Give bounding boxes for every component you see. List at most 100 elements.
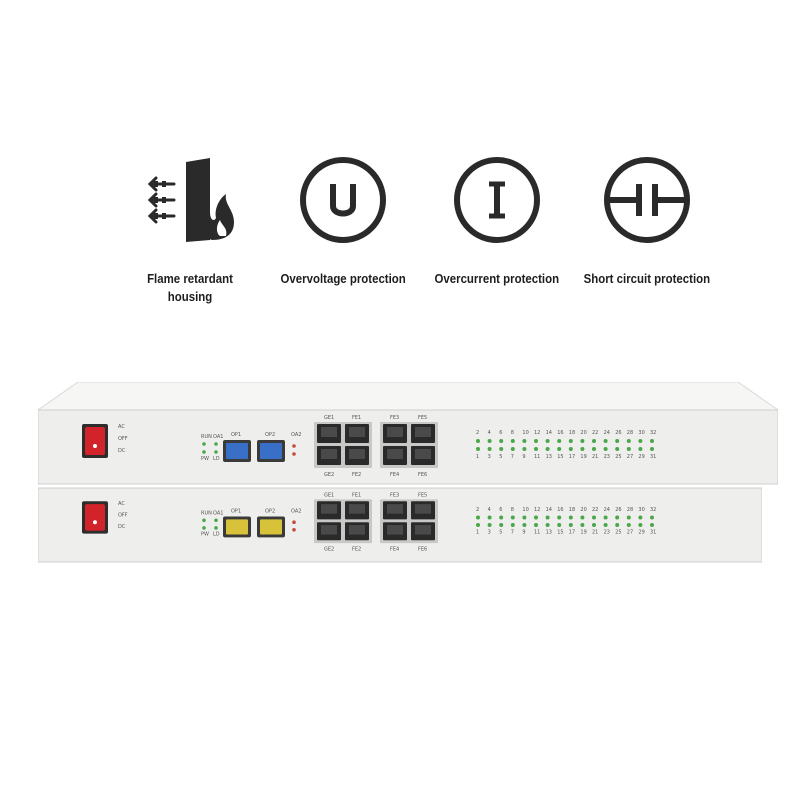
channel-number: 1: [476, 530, 479, 536]
channel-number: 26: [615, 507, 621, 513]
channel-number: 22: [592, 507, 598, 513]
channel-number: 19: [580, 530, 586, 536]
channel-led: [580, 515, 585, 520]
short-circuit-icon: [597, 150, 697, 250]
channel-led: [568, 515, 573, 520]
channel-number: 8: [511, 507, 514, 513]
channel-number: 28: [627, 507, 633, 513]
channel-number: 17: [569, 530, 575, 536]
channel-number: 14: [546, 507, 552, 513]
channel-led: [580, 447, 585, 451]
channel-number: 21: [592, 530, 598, 536]
status-led: [214, 442, 218, 446]
channel-number: 20: [580, 430, 586, 436]
power-switch-mark: [93, 520, 97, 525]
switch-label: DC: [118, 524, 126, 530]
channel-led: [510, 515, 515, 520]
channel-number: 25: [615, 530, 621, 536]
port-label: GE1: [324, 415, 334, 421]
port-label: FE3: [390, 493, 399, 499]
channel-number: 2: [476, 430, 479, 436]
feature-label: Overvoltage protection: [280, 271, 406, 286]
channel-led: [626, 515, 631, 520]
channel-led: [476, 515, 480, 520]
status-led: [214, 526, 218, 530]
port-label: GE2: [324, 472, 334, 478]
port-label: FE3: [390, 415, 399, 421]
channel-number: 9: [522, 530, 525, 536]
channel-number: 18: [569, 507, 575, 513]
channel-number: 13: [546, 530, 552, 536]
channel-led: [487, 447, 492, 451]
channel-number: 11: [534, 454, 540, 460]
oa-label: OA2: [291, 509, 301, 515]
rj45-contacts: [415, 504, 431, 514]
port-label: FE2: [352, 472, 361, 478]
channel-number: 15: [557, 530, 563, 536]
channel-led: [545, 439, 550, 443]
channel-led: [545, 523, 550, 528]
led-label: RUN: [201, 511, 212, 517]
channel-number: 14: [546, 430, 552, 436]
channel-number: 26: [615, 430, 621, 436]
channel-number: 7: [511, 530, 514, 536]
channel-led: [650, 523, 654, 528]
feature-label: Short circuit protection: [583, 271, 711, 286]
channel-led: [476, 447, 480, 451]
chassis-lid: [38, 382, 778, 411]
channel-led: [638, 439, 643, 443]
channel-led: [568, 447, 573, 451]
rj45-contacts: [321, 427, 337, 437]
led-label: LD: [213, 532, 220, 538]
current-i-icon: [447, 150, 547, 250]
channel-led: [534, 447, 538, 451]
led-label: OA1: [213, 434, 223, 440]
led-label: PW: [201, 532, 209, 538]
led-label: OA1: [213, 511, 223, 517]
channel-led: [476, 523, 480, 528]
sfp-module: [226, 519, 248, 535]
port-label: GE2: [324, 547, 334, 553]
channel-led: [615, 523, 620, 528]
channel-number: 5: [499, 454, 502, 460]
channel-led: [603, 523, 608, 528]
sfp-module: [260, 519, 282, 535]
channel-led: [522, 447, 527, 451]
oa-label: OA2: [291, 432, 301, 438]
status-led: [202, 526, 206, 530]
channel-number: 30: [638, 430, 644, 436]
channel-led: [626, 523, 631, 528]
status-led: [292, 452, 296, 456]
switch-label: OFF: [118, 513, 128, 519]
channel-number: 6: [499, 507, 502, 513]
status-led: [214, 450, 218, 454]
port-label: FE1: [352, 415, 361, 421]
power-switch-mark: [93, 444, 97, 448]
channel-led: [603, 447, 608, 451]
channel-number: 32: [650, 507, 656, 513]
channel-led: [499, 515, 504, 520]
channel-number: 6: [499, 430, 502, 436]
sfp-label: OP2: [265, 509, 275, 515]
channel-number: 24: [604, 507, 610, 513]
status-led: [214, 518, 218, 523]
rj45-contacts: [415, 427, 431, 437]
channel-number: 4: [488, 430, 491, 436]
channel-led: [534, 439, 538, 443]
channel-led: [650, 515, 654, 520]
channel-number: 3: [488, 454, 491, 460]
channel-led: [487, 439, 492, 443]
channel-led: [522, 515, 527, 520]
channel-led: [499, 447, 504, 451]
channel-number: 13: [546, 454, 552, 460]
channel-number: 30: [638, 507, 644, 513]
status-led: [202, 450, 206, 454]
channel-led: [522, 439, 527, 443]
channel-led: [592, 515, 596, 520]
feature-short-circuit: Short circuit protection: [562, 150, 732, 288]
channel-number: 25: [615, 454, 621, 460]
channel-led: [534, 515, 538, 520]
switch-label: DC: [118, 448, 126, 454]
channel-led: [638, 523, 643, 528]
